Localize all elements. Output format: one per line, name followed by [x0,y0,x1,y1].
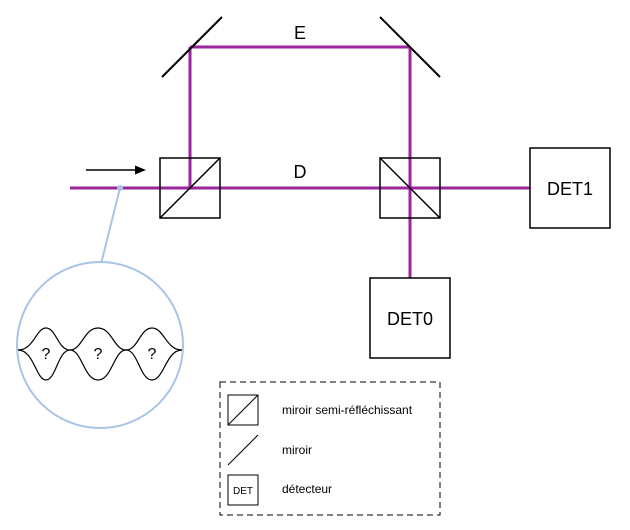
beam-splitter-left [159,157,221,219]
detector-det1-label: DET1 [547,179,593,199]
mirror-top-left [161,16,223,78]
probe-point [117,185,123,191]
detector-det0: DET0 [369,277,451,359]
wave-mark-1: ? [42,346,51,363]
detector-det0-label: DET0 [387,309,433,329]
legend-frame [219,381,441,516]
legend-item-beam-splitter: miroir semi-réfléchissant [227,394,413,426]
legend-item-mirror: miroir [227,434,312,466]
legend: miroir semi-réfléchissant miroir DET dét… [219,381,441,516]
legend-label-mirror: miroir [282,443,312,457]
detector-icon: DET [227,474,259,506]
beam-paths [70,45,530,278]
path-label-e: E [294,23,306,43]
beam-splitter-right [379,157,441,219]
legend-label-detector: détecteur [282,482,332,496]
legend-label-beam-splitter: miroir semi-réfléchissant [282,403,413,417]
wave-packet-envelope [17,327,183,381]
magnifier-circle [16,261,184,429]
probe-magnifier: ? ? ? [16,185,184,429]
detector-icon-text: DET [233,486,253,497]
wave-mark-2: ? [94,346,103,363]
direction-arrow-icon [86,165,146,175]
legend-item-detector: DET détecteur [227,474,332,506]
probe-connector [99,187,121,269]
beam-splitter-icon [227,394,259,426]
path-label-d: D [294,162,307,182]
detector-det1: DET1 [529,147,611,229]
mirror-top-right [379,16,441,78]
wave-mark-3: ? [148,346,157,363]
mirror-icon [227,434,259,466]
